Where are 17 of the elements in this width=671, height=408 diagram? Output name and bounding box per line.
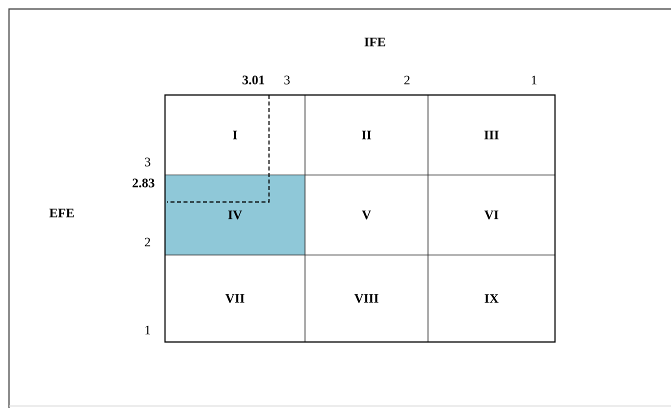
axis-title: EFE [49, 208, 74, 218]
tick-label: 2 [144, 238, 150, 246]
tick-label: 2 [404, 76, 410, 84]
tick-label: 3 [284, 76, 290, 84]
matrix-cell: V [304, 174, 428, 256]
matrix-cell: I [164, 94, 306, 176]
matrix-cell: IX [428, 254, 556, 342]
matrix-cell: VI [428, 174, 556, 256]
matrix-cell: II [304, 94, 428, 176]
matrix-cell: VIII [304, 254, 428, 342]
matrix-cell: IV [164, 174, 306, 256]
tick-label: 1 [145, 326, 150, 334]
matrix-cell: III [428, 94, 556, 176]
axis-title: IFE [364, 38, 386, 46]
matrix-cell: VII [164, 254, 306, 342]
marker-value: 2.83 [132, 178, 154, 188]
tick-label: 3 [144, 158, 150, 166]
